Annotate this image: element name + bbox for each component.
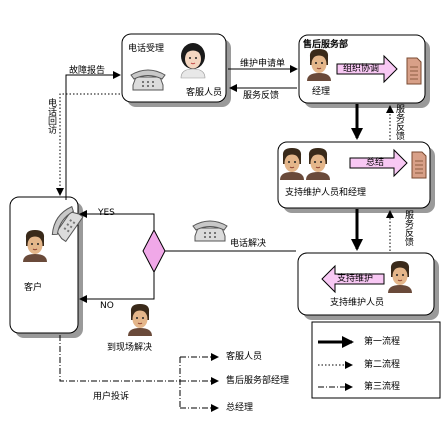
action-arrow-coordinate <box>336 54 398 84</box>
complaint-label: 用户投诉 <box>93 392 130 402</box>
legend-first-flow-label: 第一流程 <box>364 337 401 347</box>
legend-third-flow-label: 第三流程 <box>364 382 401 392</box>
summary-action-label: 总结 <box>366 158 385 168</box>
customer-portrait-icon <box>22 229 48 263</box>
maintenance-request-label: 维护申请单 <box>240 59 286 69</box>
manager-portrait-icon <box>305 147 331 181</box>
agent-role-label: 客服人员 <box>186 88 223 98</box>
customer-label: 客户 <box>24 283 43 293</box>
decision-diamond <box>142 228 166 274</box>
legend-box <box>311 321 441 399</box>
complaint-target-agent: 客服人员 <box>226 352 263 362</box>
callback-label: 电话回访 <box>46 98 56 134</box>
first-flow-lines <box>65 65 298 303</box>
service-feedback-label: 服务反馈 <box>243 91 280 101</box>
third-flow-lines <box>59 335 219 412</box>
second-flow-lines <box>56 93 394 251</box>
maintain-action-label: 支持维护 <box>337 274 374 284</box>
fault-report-label: 故障报告 <box>69 66 106 76</box>
action-arrow-maintain <box>321 264 385 294</box>
document-icon <box>411 151 427 179</box>
phone-resolve-label: 电话解决 <box>230 239 267 249</box>
legend-second-flow-label: 第二流程 <box>364 360 401 370</box>
onsite-portrait-icon <box>127 303 153 337</box>
coordinate-action-label: 组织协调 <box>343 64 380 74</box>
manager-role-label: 经理 <box>312 87 331 97</box>
support-team-role-label: 支持维护人员和经理 <box>285 188 367 198</box>
phone-service-title: 电话受理 <box>128 44 165 54</box>
support-portrait-icon <box>387 260 413 294</box>
yes-label: YES <box>98 208 115 218</box>
document-icon <box>406 57 422 85</box>
aftersales-title: 售后服务部 <box>303 40 349 50</box>
no-label: NO <box>100 301 114 311</box>
agent-avatar-icon <box>180 43 206 79</box>
onsite-label: 到现场解决 <box>107 343 153 353</box>
support-staff-role-label: 支持维护人员 <box>330 298 385 308</box>
service-feedback-label: 服务反馈 <box>403 210 413 246</box>
complaint-target-general-manager: 总经理 <box>226 403 254 413</box>
phone-icon <box>130 69 166 91</box>
box-support-staff <box>297 252 439 320</box>
manager-portrait-icon <box>306 48 332 82</box>
phone-icon <box>192 220 228 242</box>
action-arrow-summary <box>349 148 408 178</box>
complaint-target-aftersales-manager: 售后服务部经理 <box>226 376 290 386</box>
support-portrait-icon <box>279 147 305 181</box>
service-feedback-label: 服务反馈 <box>394 104 404 140</box>
